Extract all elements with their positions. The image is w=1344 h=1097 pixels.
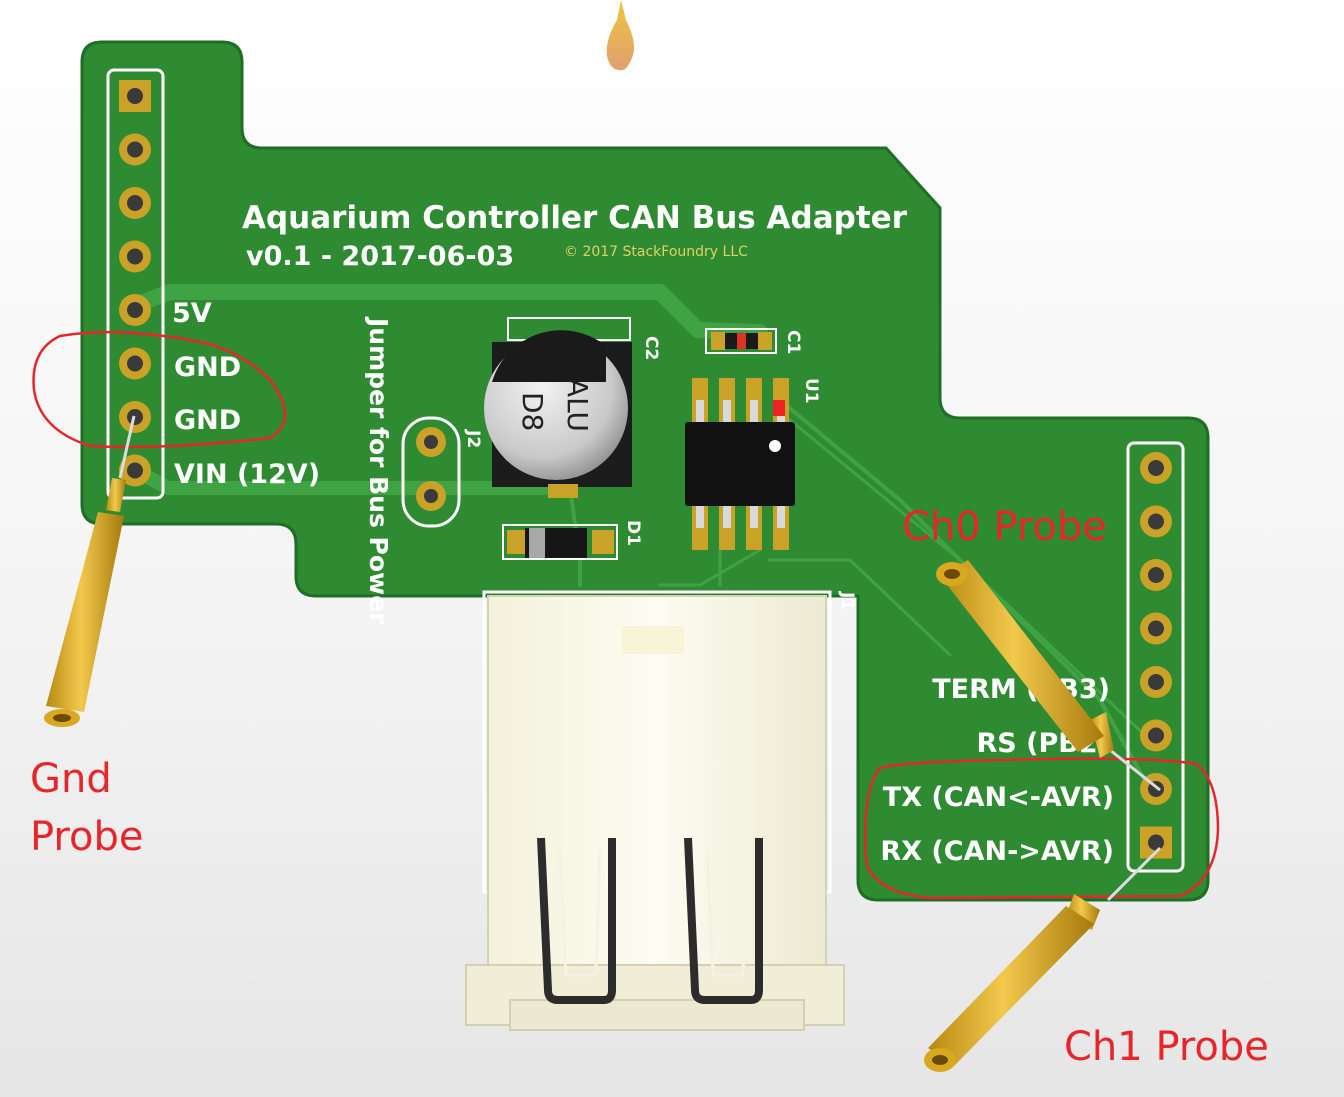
header-pin-icon [1140, 505, 1172, 538]
ch0-probe-icon [936, 560, 1161, 792]
drop-icon [606, 0, 634, 71]
ch0-probe-label: Ch0 Probe [902, 504, 1107, 550]
header-pin-icon [119, 187, 151, 219]
left-label-gnd-1: GND [174, 352, 241, 383]
gnd-probe-icon [44, 415, 136, 727]
designator-u1: U1 [801, 378, 821, 404]
jumper-label: Jumper for Bus Power [364, 316, 393, 625]
capacitor-c2: ALU D8 [484, 317, 632, 498]
header-pin-icon [119, 240, 151, 273]
designator-c2: C2 [641, 336, 661, 360]
chip-lead [750, 400, 758, 422]
header-pin-icon [119, 80, 151, 112]
left-pin-header [106, 68, 165, 500]
right-label-tx: TX (CAN<-AVR) [883, 782, 1114, 813]
designator-j1: J1 [837, 591, 857, 610]
chip-u1 [685, 378, 795, 550]
header-pin-icon [1140, 559, 1172, 591]
gnd-probe-label-line1: Gnd [30, 756, 112, 802]
board-title: Aquarium Controller CAN Bus Adapter [242, 200, 908, 236]
designator-d1: D1 [623, 520, 643, 546]
capacitor-marking-alu: ALU [561, 378, 594, 432]
jumper-j2 [401, 416, 461, 528]
chip-lead [723, 400, 731, 422]
right-label-rx: RX (CAN->AVR) [880, 836, 1114, 867]
ch1-probe-label: Ch1 Probe [1064, 1024, 1269, 1070]
chip-lead [723, 506, 731, 528]
pcb-board [80, 40, 1210, 902]
header-pin-icon [1140, 612, 1172, 645]
gnd-annotation-circle [32, 330, 287, 449]
board-copyright: © 2017 StackFoundry LLC [564, 244, 748, 260]
header-pin-icon [1140, 719, 1172, 752]
header-pin-icon [119, 454, 151, 487]
chip-lead [696, 506, 704, 528]
designator-j2: J2 [463, 429, 483, 448]
chip-lead [750, 506, 758, 528]
header-pin-icon [1140, 452, 1172, 484]
txrx-annotation-circle [864, 757, 1220, 900]
left-label-vin: VIN (12V) [174, 459, 320, 490]
left-label-5v: 5V [172, 298, 212, 329]
capacitor-marking-d8: D8 [516, 392, 549, 431]
usb-connector-icon [465, 590, 845, 1031]
left-label-gnd-2: GND [174, 405, 241, 436]
header-pin-icon [119, 133, 151, 166]
gnd-probe-label-line2: Probe [30, 814, 143, 860]
chip-lead [696, 400, 704, 422]
header-pin-icon [119, 294, 151, 326]
ch1-probe-icon [924, 846, 1162, 1072]
designator-c1: C1 [783, 330, 803, 354]
diode-d1 [502, 524, 618, 560]
header-pin-icon [1140, 666, 1172, 698]
chip-lead [777, 506, 785, 528]
capacitor-c1 [705, 328, 777, 354]
board-version: v0.1 - 2017-06-03 [246, 241, 514, 272]
header-pin-icon [119, 347, 151, 380]
